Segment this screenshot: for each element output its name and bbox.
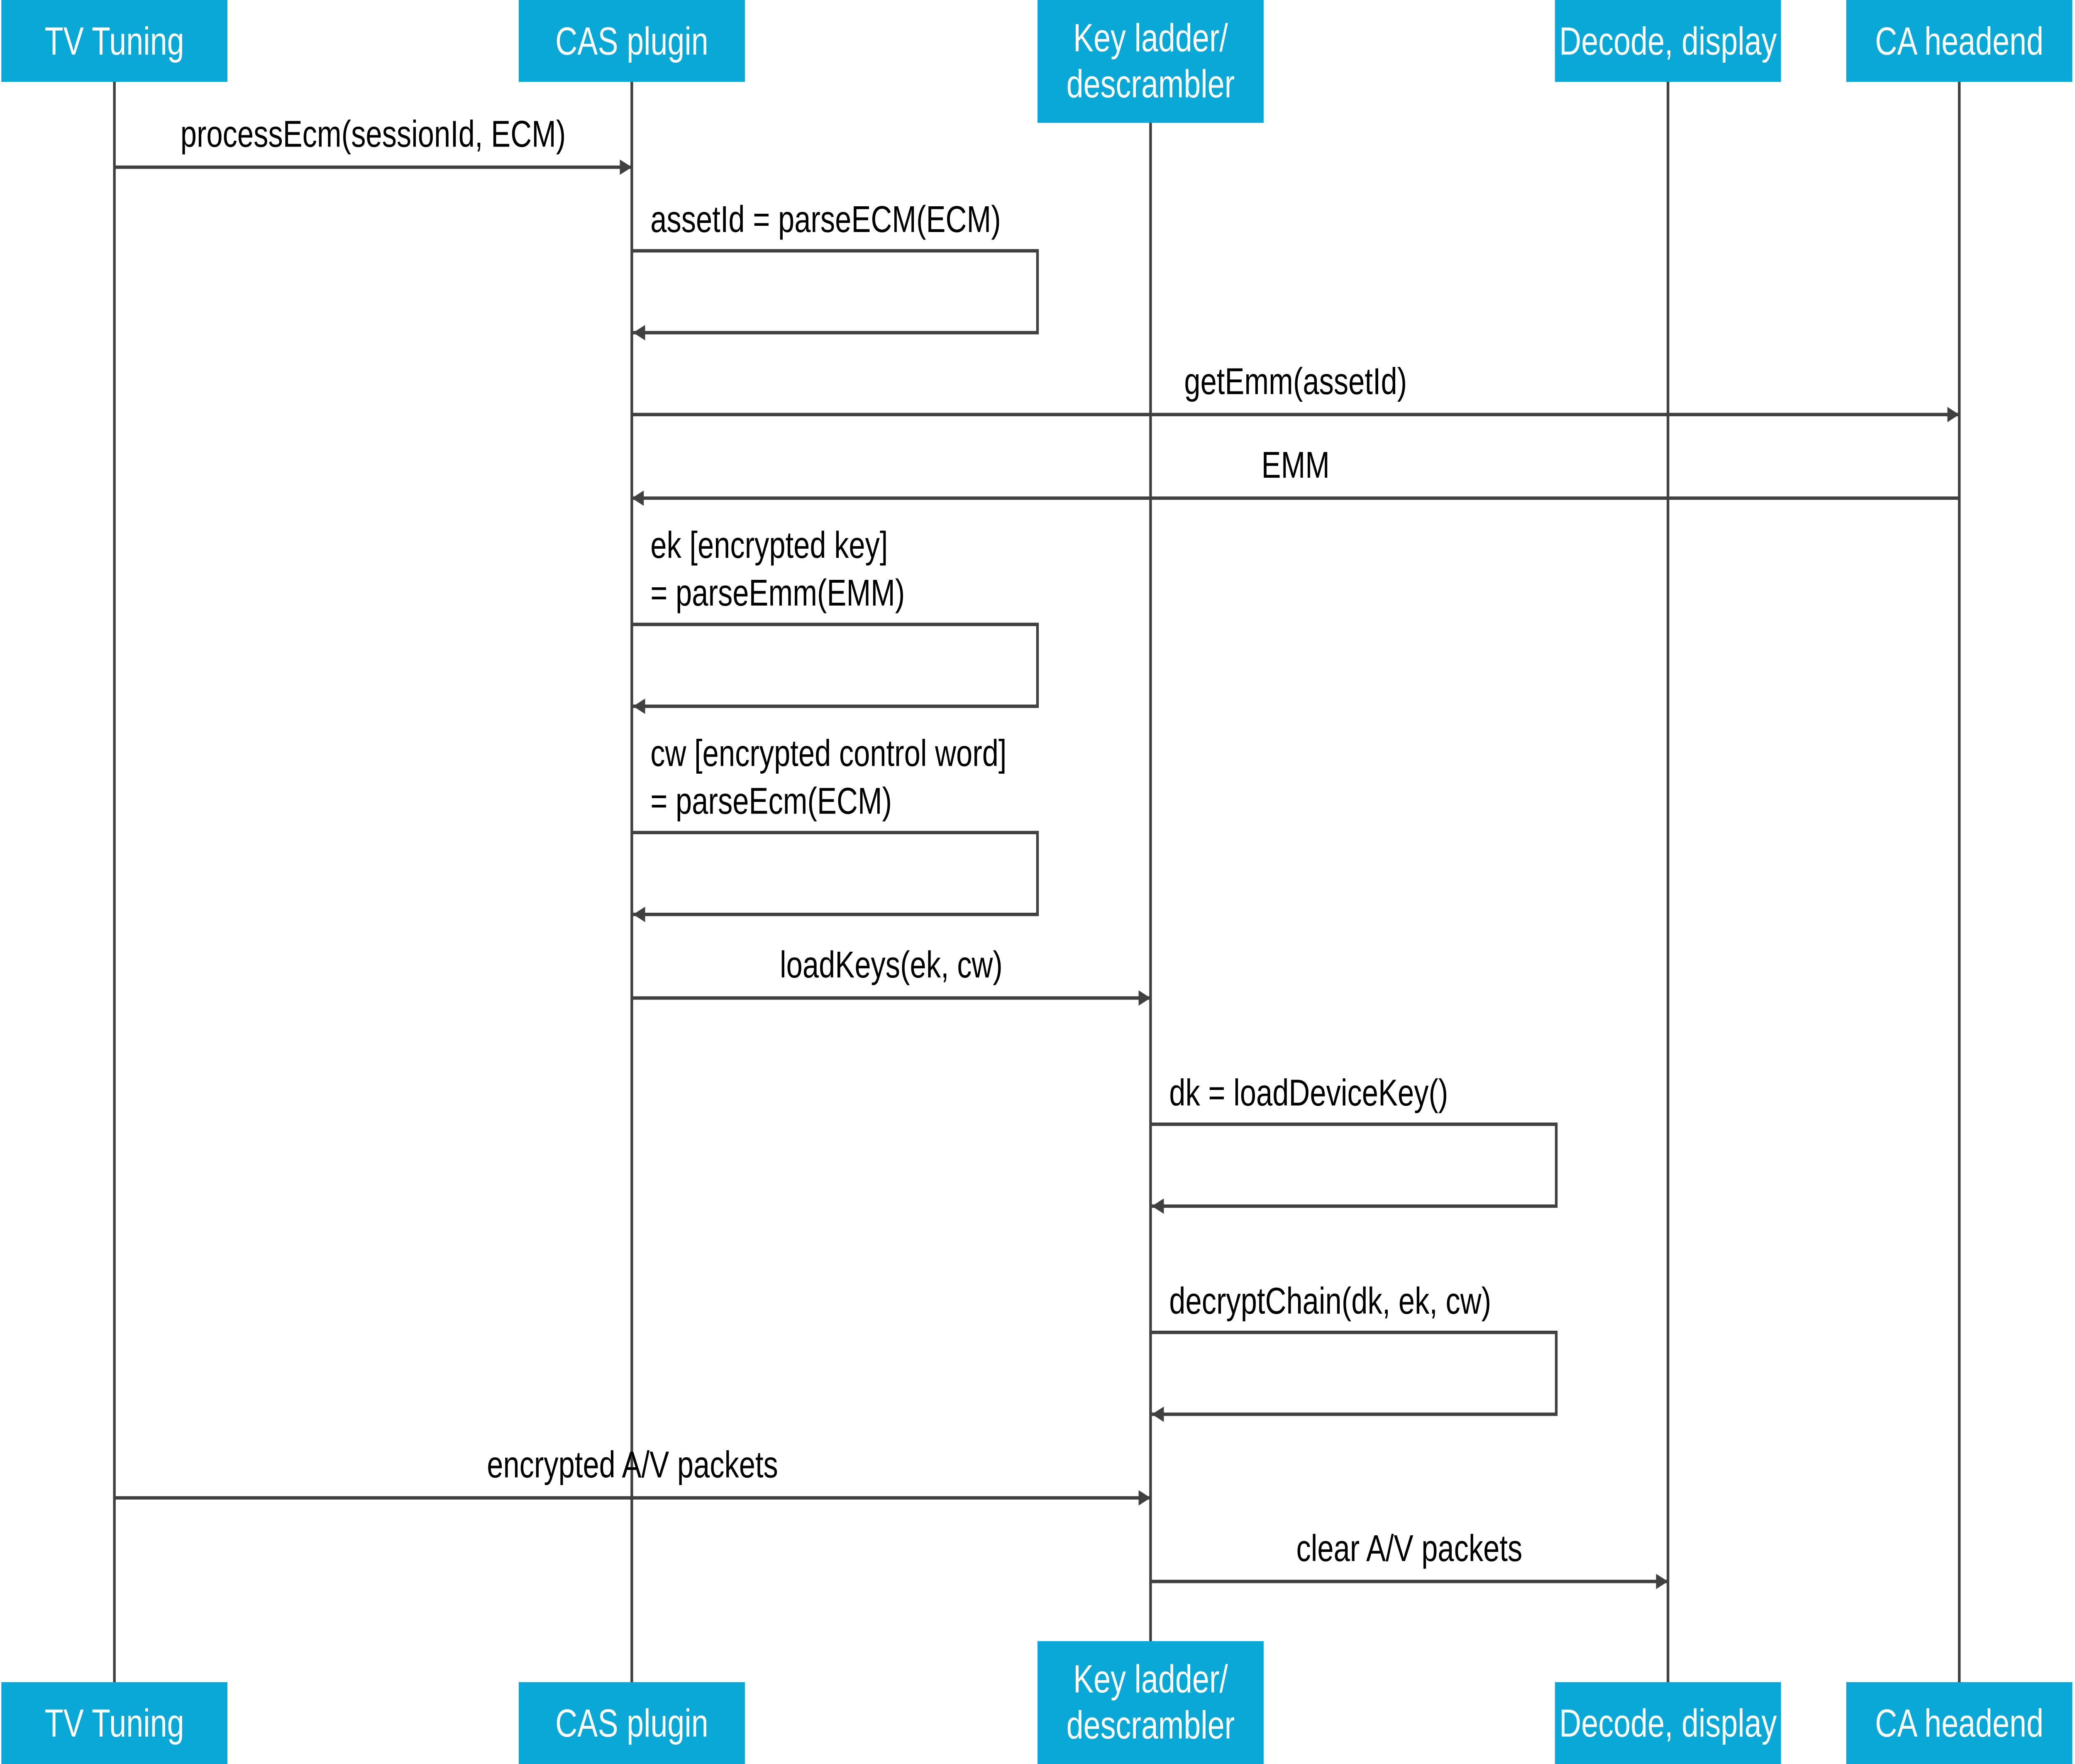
message-label: cw [encrypted control word] [650, 733, 1006, 774]
message-label: loadKeys(ek, cw) [780, 944, 1003, 986]
participant-box [519, 0, 745, 82]
participant-label: CA headend [1875, 1701, 2043, 1745]
message-6: loadKeys(ek, cw) [632, 944, 1151, 1006]
self-message-arrow [1150, 1330, 1558, 1422]
participant-label: CAS plugin [555, 1701, 708, 1745]
message-label: ek [encrypted key] [650, 525, 888, 566]
participant-tv-bottom: TV Tuning [1, 1682, 228, 1764]
message-label: getEmm(assetId) [1184, 361, 1407, 402]
message-label: dk = loadDeviceKey() [1169, 1072, 1448, 1114]
message-label: = parseEmm(EMM) [650, 572, 905, 614]
message-7: dk = loadDeviceKey() [1150, 1072, 1558, 1214]
self-message-arrow [1150, 1122, 1558, 1214]
message-label: assetId = parseECM(ECM) [650, 199, 1001, 240]
message-1: assetId = parseECM(ECM) [632, 199, 1039, 340]
message-label: decryptChain(dk, ek, cw) [1169, 1280, 1491, 1322]
self-message-arrow [632, 249, 1039, 340]
participant-label: TV Tuning [45, 19, 184, 63]
participant-box [1846, 0, 2073, 82]
message-8: decryptChain(dk, ek, cw) [1150, 1280, 1558, 1422]
participant-cas-bottom: CAS plugin [519, 1682, 745, 1764]
participant-box [1555, 1682, 1781, 1764]
message-10: clear A/V packets [1150, 1528, 1668, 1589]
participant-key-top: Key ladder/descrambler [1038, 0, 1264, 123]
participant-dec-top: Decode, display [1555, 0, 1781, 82]
participant-label: Decode, display [1559, 19, 1777, 63]
message-label: processEcm(sessionId, ECM) [181, 113, 566, 155]
message-label: encrypted A/V packets [487, 1444, 778, 1485]
message-2: getEmm(assetId) [632, 361, 1960, 423]
message-label: EMM [1262, 445, 1330, 486]
participant-box [519, 1682, 745, 1764]
message-label: = parseEcm(ECM) [650, 780, 892, 822]
self-message-arrow [632, 831, 1039, 922]
participant-box [1038, 1641, 1264, 1764]
participant-label: Decode, display [1559, 1701, 1777, 1745]
message-3: EMM [632, 445, 1960, 506]
participant-box [1038, 0, 1264, 123]
participant-label: TV Tuning [45, 1701, 184, 1745]
participant-label: CAS plugin [555, 19, 708, 63]
participant-ca-top: CA headend [1846, 0, 2073, 82]
participant-box [1555, 0, 1781, 82]
message-4: ek [encrypted key] = parseEmm(EMM) [632, 525, 1039, 714]
message-label: clear A/V packets [1296, 1528, 1522, 1569]
participant-box [1, 1682, 228, 1764]
self-message-arrow [632, 623, 1039, 714]
participant-key-bottom: Key ladder/descrambler [1038, 1641, 1264, 1764]
message-9: encrypted A/V packets [114, 1444, 1151, 1506]
participant-box [1, 0, 228, 82]
participant-label: Key ladder/ [1073, 15, 1228, 59]
participant-cas-top: CAS plugin [519, 0, 745, 82]
message-5: cw [encrypted control word] = parseEcm(EC… [632, 733, 1039, 922]
participant-label: descrambler [1067, 1703, 1235, 1747]
participant-label: descrambler [1067, 61, 1235, 105]
participant-box [1846, 1682, 2073, 1764]
participant-ca-bottom: CA headend [1846, 1682, 2073, 1764]
participant-label: Key ladder/ [1073, 1656, 1228, 1700]
participant-dec-bottom: Decode, display [1555, 1682, 1781, 1764]
participant-tv-top: TV Tuning [1, 0, 228, 82]
participant-label: CA headend [1875, 19, 2043, 63]
message-0: processEcm(sessionId, ECM) [114, 113, 632, 175]
